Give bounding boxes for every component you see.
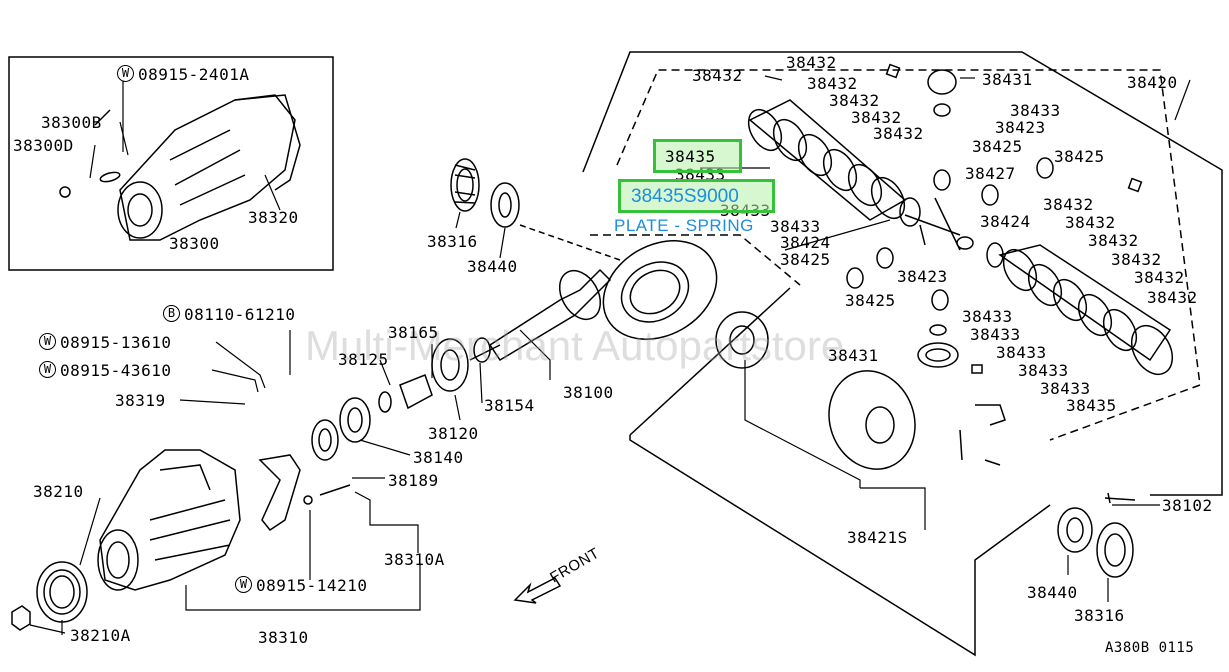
hotspot-38435-label: 38435 <box>665 147 716 166</box>
washer-marker-circle: W <box>39 361 56 378</box>
part-label[interactable]: 08915-14210 <box>256 576 368 595</box>
part-label[interactable]: 38310A <box>384 550 445 569</box>
part-label[interactable]: 38431 <box>982 70 1033 89</box>
part-label[interactable]: 38154 <box>484 396 535 415</box>
part-label[interactable]: 38319 <box>115 391 166 410</box>
part-label[interactable]: 38427 <box>965 164 1016 183</box>
part-label[interactable]: 38432 <box>807 74 858 93</box>
part-label[interactable]: 38425 <box>972 137 1023 156</box>
part-label[interactable]: 38432 <box>1147 288 1198 307</box>
washer-marker-circle: W <box>39 333 56 350</box>
part-label[interactable]: 38300B <box>41 113 102 132</box>
race-38440-left <box>490 182 520 228</box>
part-label[interactable]: 38432 <box>1111 250 1162 269</box>
part-label[interactable]: 08915-43610 <box>60 361 172 380</box>
part-label[interactable]: 38423 <box>897 267 948 286</box>
watermark: Multi-Merchant Autopartstore <box>305 322 845 369</box>
part-label[interactable]: 38433 <box>1010 101 1061 120</box>
bearing-38316-left <box>450 158 480 212</box>
part-label[interactable]: 38432 <box>1088 231 1139 250</box>
washer-marker-circle: W <box>235 576 252 593</box>
part-label[interactable]: 38433 <box>770 217 821 236</box>
diff-frame <box>582 51 1223 496</box>
figure-code: A380B 0115 <box>1105 640 1195 656</box>
part-label[interactable]: 38140 <box>413 448 464 467</box>
part-label[interactable]: 38120 <box>428 424 479 443</box>
clutch-pack-right <box>998 244 1174 375</box>
part-label[interactable]: 38210 <box>33 482 84 501</box>
part-label[interactable]: 38310 <box>258 628 309 647</box>
part-label[interactable]: 38432 <box>692 66 743 85</box>
part-label[interactable]: 08915-13610 <box>60 333 172 352</box>
washer-marker-circle: W <box>117 65 134 82</box>
part-label[interactable]: 38421S <box>847 528 908 547</box>
part-label[interactable]: 38432 <box>1065 213 1116 232</box>
ring-gear-38100 <box>602 240 718 340</box>
part-label[interactable]: 38189 <box>388 471 439 490</box>
part-label[interactable]: 08110-61210 <box>184 305 296 324</box>
front-arrow <box>513 577 562 604</box>
part-label[interactable]: 38435 <box>1066 396 1117 415</box>
hotspot-38435S9000-label: 38435S9000 <box>631 186 739 207</box>
part-label[interactable]: 38320 <box>248 208 299 227</box>
part-label[interactable]: 38300D <box>13 136 74 155</box>
part-label[interactable]: 38316 <box>1074 606 1125 625</box>
differential-case-38421S <box>715 311 916 470</box>
part-label[interactable]: 38432 <box>829 91 880 110</box>
part-label[interactable]: 38165 <box>388 323 439 342</box>
part-label[interactable]: 38425 <box>1054 147 1105 166</box>
part-label[interactable]: 38424 <box>780 233 831 252</box>
part-label[interactable]: 38433 <box>1040 379 1091 398</box>
part-label[interactable]: 38431 <box>828 346 879 365</box>
part-label[interactable]: 38440 <box>467 257 518 276</box>
part-label[interactable]: 38102 <box>1162 496 1213 515</box>
part-label[interactable]: 38433 <box>962 307 1013 326</box>
part-label[interactable]: 38425 <box>845 291 896 310</box>
part-label[interactable]: 38100 <box>563 383 614 402</box>
hotspot-38435S9000[interactable]: 38435S9000 <box>618 179 775 213</box>
hotspot-38435[interactable]: 38435 <box>653 139 742 173</box>
part-label[interactable]: 38432 <box>786 53 837 72</box>
part-label[interactable]: 38425 <box>780 250 831 269</box>
part-label[interactable]: 38433 <box>1018 361 1069 380</box>
carrier-housing-38310 <box>97 449 241 591</box>
part-label[interactable]: 38125 <box>338 350 389 369</box>
part-label[interactable]: 38432 <box>851 108 902 127</box>
part-label[interactable]: 38420 <box>1127 73 1178 92</box>
part-label[interactable]: 38432 <box>1134 268 1185 287</box>
part-label[interactable]: 38424 <box>980 212 1031 231</box>
part-label[interactable]: 08915-2401A <box>138 65 250 84</box>
part-description: PLATE - SPRING <box>614 216 754 235</box>
part-label[interactable]: 38210A <box>70 626 131 645</box>
part-label[interactable]: 38316 <box>427 232 478 251</box>
companion-flange-38210 <box>36 561 88 623</box>
part-label[interactable]: 38300 <box>169 234 220 253</box>
carrier-housing-small <box>59 94 301 241</box>
part-label[interactable]: 38440 <box>1027 583 1078 602</box>
part-label[interactable]: 38432 <box>873 124 924 143</box>
part-label[interactable]: 38433 <box>996 343 1047 362</box>
part-label[interactable]: 38423 <box>995 118 1046 137</box>
bolt-marker-circle: B <box>163 305 180 322</box>
inset-frame <box>8 56 334 271</box>
part-label[interactable]: 38433 <box>970 325 1021 344</box>
part-label[interactable]: 38432 <box>1043 195 1094 214</box>
